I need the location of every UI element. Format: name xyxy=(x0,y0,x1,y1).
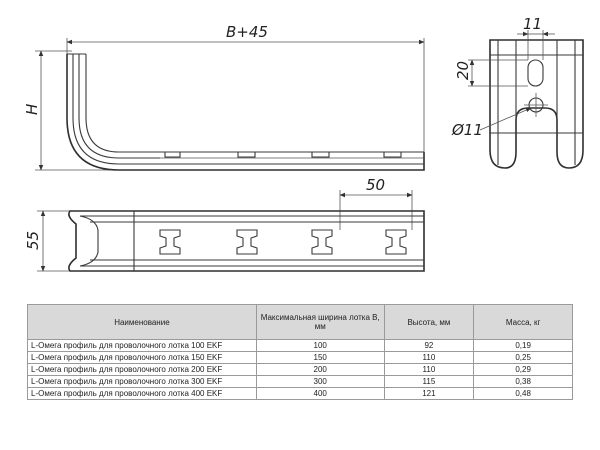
cell-height: 110 xyxy=(383,363,475,376)
cell-name: L-Омега профиль для проволочного лотка 4… xyxy=(27,387,257,400)
dim-slot-width-label: 11 xyxy=(523,15,542,33)
cell-mass: 0,29 xyxy=(473,363,573,376)
spec-table: Наименование Максимальная ширина лотка B… xyxy=(27,304,573,400)
dim-slot-height-label: 20 xyxy=(454,61,472,80)
cell-name: L-Омега профиль для проволочного лотка 1… xyxy=(27,351,257,364)
cell-name: L-Омега профиль для проволочного лотка 1… xyxy=(27,339,257,352)
dim-height-label: H xyxy=(23,104,41,115)
end-view: 11 20 Ø11 xyxy=(451,15,584,169)
cell-name: L-Омега профиль для проволочного лотка 3… xyxy=(27,375,257,388)
table-row: L-Омега профиль для проволочного лотка 2… xyxy=(27,363,573,376)
table-row: L-Омега профиль для проволочного лотка 1… xyxy=(27,339,573,352)
table-header-row: Наименование Максимальная ширина лотка B… xyxy=(27,304,573,340)
column-header-height: Высота, мм xyxy=(383,304,475,340)
cell-mass: 0,25 xyxy=(473,351,573,364)
dim-hole-diameter-label: Ø11 xyxy=(451,121,483,139)
cell-width: 300 xyxy=(255,375,385,388)
dim-pitch-label: 50 xyxy=(366,176,385,194)
dim-profile-height-label: 55 xyxy=(24,231,42,250)
cell-height: 92 xyxy=(383,339,475,352)
table-row: L-Омега профиль для проволочного лотка 1… xyxy=(27,351,573,364)
table-row: L-Омега профиль для проволочного лотка 3… xyxy=(27,375,573,388)
column-header-width: Максимальная ширина лотка B, мм xyxy=(255,304,385,340)
side-view: B+45 H xyxy=(23,23,425,171)
column-header-name: Наименование xyxy=(27,304,257,340)
cell-width: 400 xyxy=(255,387,385,400)
cell-height: 110 xyxy=(383,351,475,364)
cell-height: 121 xyxy=(383,387,475,400)
cell-width: 100 xyxy=(255,339,385,352)
top-view: 55 50 xyxy=(24,176,425,272)
table-row: L-Омега профиль для проволочного лотка 4… xyxy=(27,387,573,400)
cell-mass: 0,19 xyxy=(473,339,573,352)
dim-width-label: B+45 xyxy=(226,23,268,41)
technical-drawing: B+45 H xyxy=(23,15,584,272)
cell-mass: 0,38 xyxy=(473,375,573,388)
cell-width: 200 xyxy=(255,363,385,376)
column-header-mass: Масса, кг xyxy=(473,304,573,340)
cell-width: 150 xyxy=(255,351,385,364)
cell-name: L-Омега профиль для проволочного лотка 2… xyxy=(27,363,257,376)
cell-mass: 0,48 xyxy=(473,387,573,400)
cell-height: 115 xyxy=(383,375,475,388)
